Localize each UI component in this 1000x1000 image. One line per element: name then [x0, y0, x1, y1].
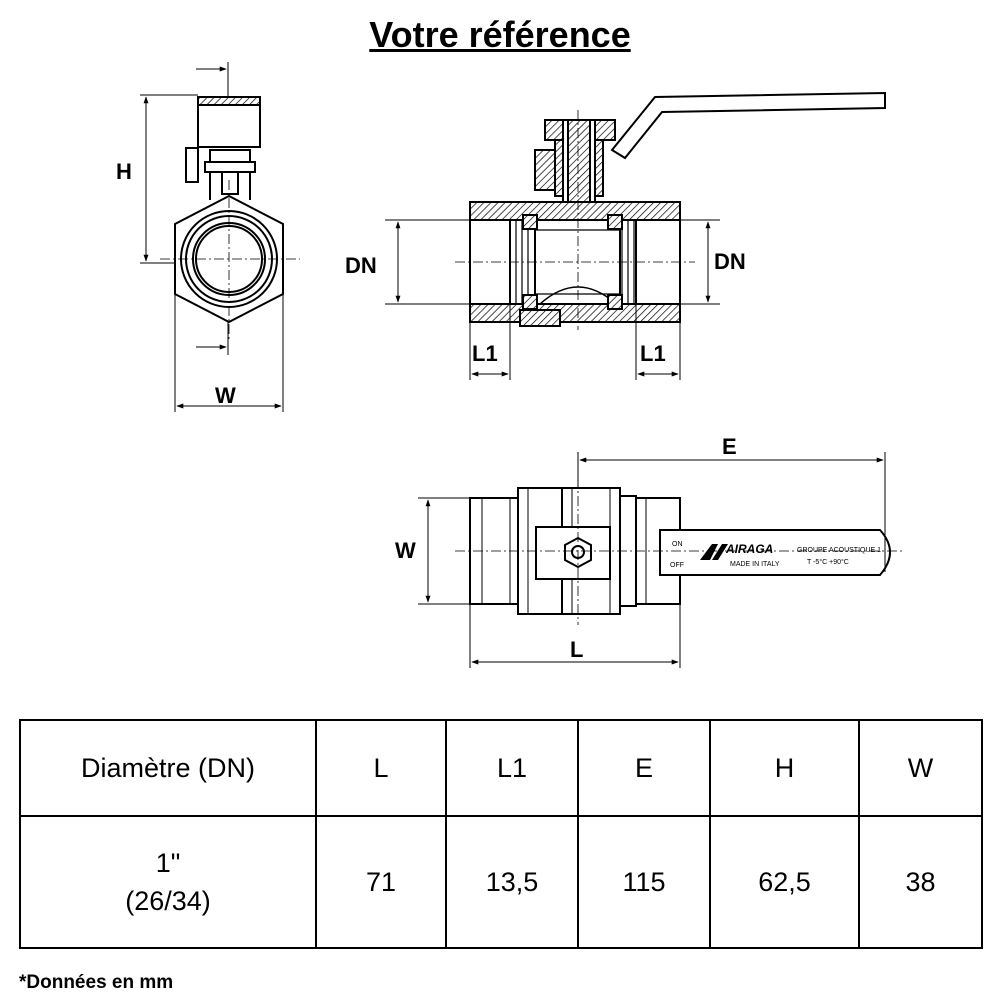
brand-logo-icon: [700, 544, 728, 560]
page-title: Votre référence: [369, 14, 631, 55]
table-row: 1" (26/34) 71 13,5 115 62,5 38: [19, 815, 983, 949]
front-view: [140, 62, 300, 412]
units-footnote: *Données en mm: [19, 972, 174, 993]
cell-dn-line2: (26/34): [125, 886, 211, 916]
cell-h: 62,5: [709, 815, 860, 949]
cell-l1: 13,5: [445, 815, 579, 949]
header-l: L: [315, 719, 447, 817]
section-l1-right-label: L1: [640, 341, 666, 366]
header-dn: Diamètre (DN): [19, 719, 317, 817]
handle-line3-text: T -5°C +90°C: [807, 558, 849, 566]
valve-technical-drawing: H W: [116, 62, 905, 668]
cell-e: 115: [577, 815, 711, 949]
section-view: [385, 91, 886, 380]
handle-brand-text: AIRAGA: [725, 542, 773, 556]
cell-dn: 1" (26/34): [19, 815, 317, 949]
header-w: W: [858, 719, 983, 817]
handle-on-text: ON: [672, 541, 683, 548]
handle-marking: ON OFF AIRAGA GROUPE ACOUSTIQUE 1 MADE I…: [670, 541, 881, 569]
top-length-label: L: [570, 637, 583, 662]
cell-w: 38: [858, 815, 983, 949]
front-width-label: W: [215, 383, 236, 408]
cell-l: 71: [315, 815, 447, 949]
table-header-row: Diamètre (DN) L L1 E H W: [19, 719, 983, 817]
header-l1: L1: [445, 719, 579, 817]
section-dn-left-label: DN: [345, 253, 377, 278]
front-height-label: H: [116, 159, 132, 184]
handle-off-text: OFF: [670, 562, 684, 569]
header-e: E: [577, 719, 711, 817]
handle-line1-text: GROUPE ACOUSTIQUE 1: [797, 547, 881, 554]
handle-line2-text: MADE IN ITALY: [730, 561, 780, 568]
top-view: [418, 452, 905, 668]
dimensions-table: Diamètre (DN) L L1 E H W 1" (26/34) 71 1…: [19, 719, 983, 949]
top-handle-label: E: [722, 434, 737, 459]
cell-dn-line1: 1": [155, 848, 181, 878]
header-h: H: [709, 719, 860, 817]
section-dn-right-label: DN: [714, 249, 746, 274]
section-l1-left-label: L1: [472, 341, 498, 366]
top-width-label: W: [395, 538, 416, 563]
